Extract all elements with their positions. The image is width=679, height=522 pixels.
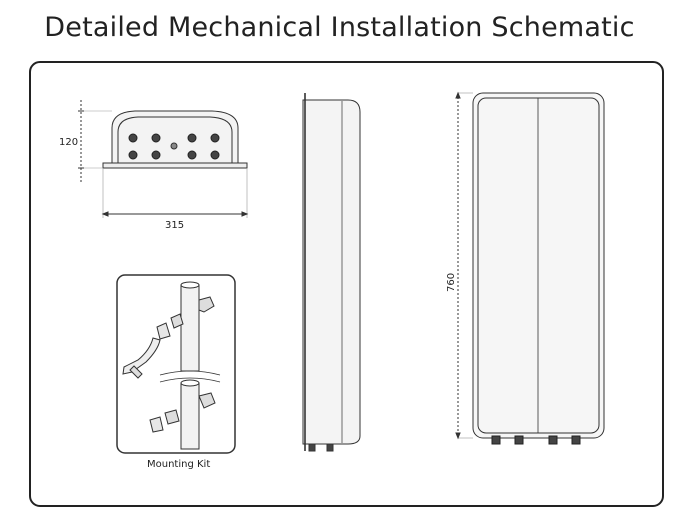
page-title: Detailed Mechanical Installation Schemat… <box>44 12 635 43</box>
length-dimension-label: 760 <box>446 273 457 292</box>
drawing-frame <box>29 61 664 507</box>
front-view <box>455 91 605 445</box>
mounting-kit-label: Mounting Kit <box>147 459 210 470</box>
height-dimension-label: 120 <box>59 137 78 148</box>
width-dimension-label: 315 <box>165 220 184 231</box>
side-view <box>302 93 361 452</box>
top-view <box>78 100 249 218</box>
mounting-kit-inset <box>116 274 236 454</box>
